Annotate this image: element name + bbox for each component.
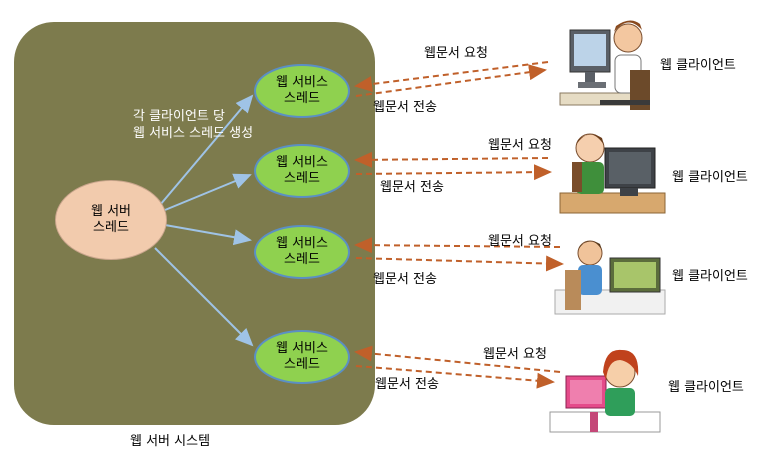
request-arrow-2 [354,151,549,168]
spawn-arrow-3 [164,224,252,246]
system-label: 웹 서버 시스템 [130,434,211,449]
response-label-2: 웹문서 전송 [380,180,444,195]
web-service-thread-2: 웹 서비스 스레드 [254,144,350,198]
client-label-1: 웹 클라이언트 [660,58,736,73]
service-thread-label: 웹 서비스 [276,236,328,251]
request-label-4: 웹문서 요청 [483,347,547,362]
request-arrow-4 [354,345,561,373]
service-thread-label: 웹 서비스 [276,341,328,356]
response-arrow-2 [355,164,552,181]
response-arrow-3 [355,255,564,272]
request-label-1: 웹문서 요청 [424,46,488,61]
web-server-thread: 웹 서버 스레드 [55,180,167,260]
response-label-4: 웹문서 전송 [375,377,439,392]
client-label-4: 웹 클라이언트 [668,380,744,395]
request-arrow-1 [354,61,549,92]
service-thread-label: 웹 서비스 [276,75,328,90]
service-thread-label: 스레드 [284,357,320,372]
response-arrow-4 [355,365,555,389]
spawn-arrow-4 [154,247,254,347]
spawn-annotation: 각 클라이언트 당 웹 서비스 스레드 생성 [133,108,253,142]
server-thread-line1: 웹 서버 [90,204,131,219]
request-arrow-3 [354,237,561,254]
spawn-arrow-2 [164,173,252,211]
response-label-1: 웹문서 전송 [373,100,437,115]
response-label-3: 웹문서 전송 [373,272,437,287]
annotation-line2: 웹 서비스 스레드 생성 [133,126,254,141]
request-label-2: 웹문서 요청 [488,138,552,153]
spawn-arrow-1 [159,94,254,206]
service-thread-label: 스레드 [284,252,320,267]
client-label-2: 웹 클라이언트 [672,170,748,185]
response-arrow-1 [355,64,547,97]
client-illustration-4 [549,349,661,433]
client-illustration-1 [559,20,650,110]
annotation-line1: 각 클라이언트 당 [133,109,225,124]
service-thread-label: 스레드 [284,171,320,186]
web-service-thread-4: 웹 서비스 스레드 [254,330,350,384]
request-label-3: 웹문서 요청 [488,234,552,249]
client-illustration-3 [554,240,666,315]
client-label-3: 웹 클라이언트 [672,269,748,284]
web-service-thread-1: 웹 서비스 스레드 [254,64,350,118]
service-thread-label: 웹 서비스 [276,155,328,170]
server-thread-line2: 스레드 [93,220,129,235]
web-service-thread-3: 웹 서비스 스레드 [254,225,350,279]
client-illustration-2 [559,133,666,214]
service-thread-label: 스레드 [284,91,320,106]
